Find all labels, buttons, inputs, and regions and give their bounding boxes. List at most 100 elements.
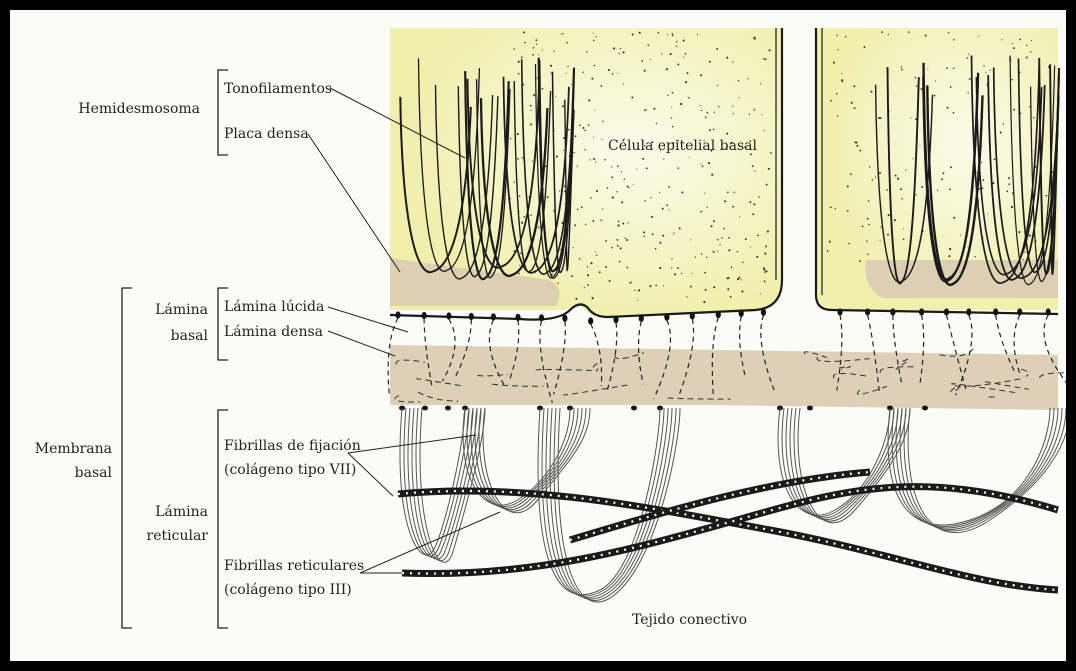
stipple-dot [764, 271, 766, 273]
stipple-dot [612, 73, 614, 75]
stipple-dot [866, 240, 868, 242]
stipple-dot [573, 152, 575, 154]
stipple-dot [595, 251, 596, 252]
stipple-dot [717, 251, 718, 252]
stipple-dot [575, 298, 577, 300]
stipple-dot [845, 36, 847, 38]
stipple-dot [617, 245, 619, 247]
membrana-basal-bracket [122, 288, 132, 628]
hemidesmosome-dot [739, 310, 744, 317]
label-lamina-densa: Lámina densa [224, 324, 323, 340]
stipple-dot [602, 121, 603, 122]
stipple-dot [671, 267, 672, 268]
stipple-dot [724, 200, 726, 202]
stipple-dot [620, 48, 621, 49]
stipple-dot [927, 68, 928, 69]
stipple-dot [677, 167, 679, 169]
stipple-dot [649, 285, 651, 287]
stipple-dot [700, 211, 702, 213]
stipple-dot [601, 139, 602, 140]
stipple-dot [1008, 177, 1010, 179]
stipple-dot [638, 289, 640, 291]
stipple-dot [619, 53, 620, 54]
stipple-dot [596, 255, 597, 256]
stipple-dot [978, 36, 979, 37]
stipple-dot [763, 130, 764, 131]
stipple-dot [593, 33, 594, 34]
stipple-dot [726, 133, 728, 135]
stipple-dot [677, 267, 679, 269]
stipple-dot [752, 213, 754, 215]
stipple-dot [689, 157, 690, 158]
stipple-dot [1013, 47, 1015, 49]
stipple-dot [564, 204, 565, 205]
stipple-dot [600, 219, 602, 221]
stipple-dot [704, 193, 705, 194]
stipple-dot [613, 47, 615, 49]
hemidesmosome-dot [919, 308, 924, 315]
stipple-dot [644, 236, 645, 237]
label-fibrillas-reticulares-2: (colágeno tipo III) [224, 582, 352, 598]
stipple-dot [829, 240, 830, 241]
stipple-dot [522, 157, 524, 159]
stipple-dot [519, 265, 520, 266]
stipple-dot [968, 54, 969, 55]
stipple-dot [739, 216, 740, 217]
stipple-dot [659, 267, 661, 269]
stipple-dot [532, 54, 534, 56]
stipple-dot [650, 197, 651, 198]
stipple-dot [697, 34, 698, 35]
stipple-dot [594, 65, 595, 66]
stipple-dot [867, 253, 869, 255]
stipple-dot [888, 34, 889, 35]
stipple-dot [590, 197, 592, 199]
stipple-dot [533, 47, 535, 49]
stipple-dot [714, 112, 715, 113]
anchoring-fibril [900, 408, 1062, 529]
stipple-dot [607, 187, 609, 189]
stipple-dot [530, 105, 532, 107]
stipple-dot [707, 207, 708, 208]
stipple-dot [757, 235, 759, 237]
stipple-dot [723, 228, 725, 230]
stipple-dot [604, 159, 606, 161]
stipple-dot [851, 102, 853, 104]
hemidesmosome-dot [837, 308, 842, 315]
stipple-dot [878, 117, 880, 119]
stipple-dot [765, 58, 767, 60]
stipple-dot [1001, 39, 1002, 40]
stipple-dot [1031, 40, 1032, 41]
stipple-dot [706, 257, 707, 258]
stipple-dot [900, 188, 902, 190]
label-fibrillas-fijacion-1: Fibrillas de fijación [224, 438, 361, 454]
stipple-dot [713, 129, 715, 131]
stipple-dot [953, 112, 955, 114]
stipple-dot [987, 213, 988, 214]
stipple-dot [732, 105, 733, 106]
stipple-dot [676, 46, 677, 47]
anchoring-fibril [896, 408, 1058, 528]
anchoring-fibril [888, 408, 1050, 525]
stipple-dot [652, 233, 654, 235]
stipple-dot [732, 206, 734, 208]
stipple-dot [856, 145, 858, 147]
stipple-dot [542, 88, 544, 90]
stipple-dot [681, 191, 683, 193]
stipple-dot [827, 250, 829, 252]
stipple-dot [530, 214, 532, 216]
label-lamina-reticular-2: reticular [147, 528, 209, 544]
stipple-dot [911, 117, 912, 118]
stipple-dot [841, 73, 842, 74]
stipple-dot [683, 39, 685, 41]
stipple-dot [981, 162, 982, 163]
lamina-densa-dot [422, 406, 428, 411]
stipple-dot [671, 117, 673, 119]
stipple-dot [1000, 131, 1002, 133]
stipple-dot [659, 192, 660, 193]
stipple-dot [662, 235, 664, 237]
stipple-dot [555, 96, 556, 97]
stipple-dot [754, 170, 755, 171]
stipple-dot [538, 54, 539, 55]
stipple-dot [950, 166, 952, 168]
stipple-dot [627, 222, 628, 223]
